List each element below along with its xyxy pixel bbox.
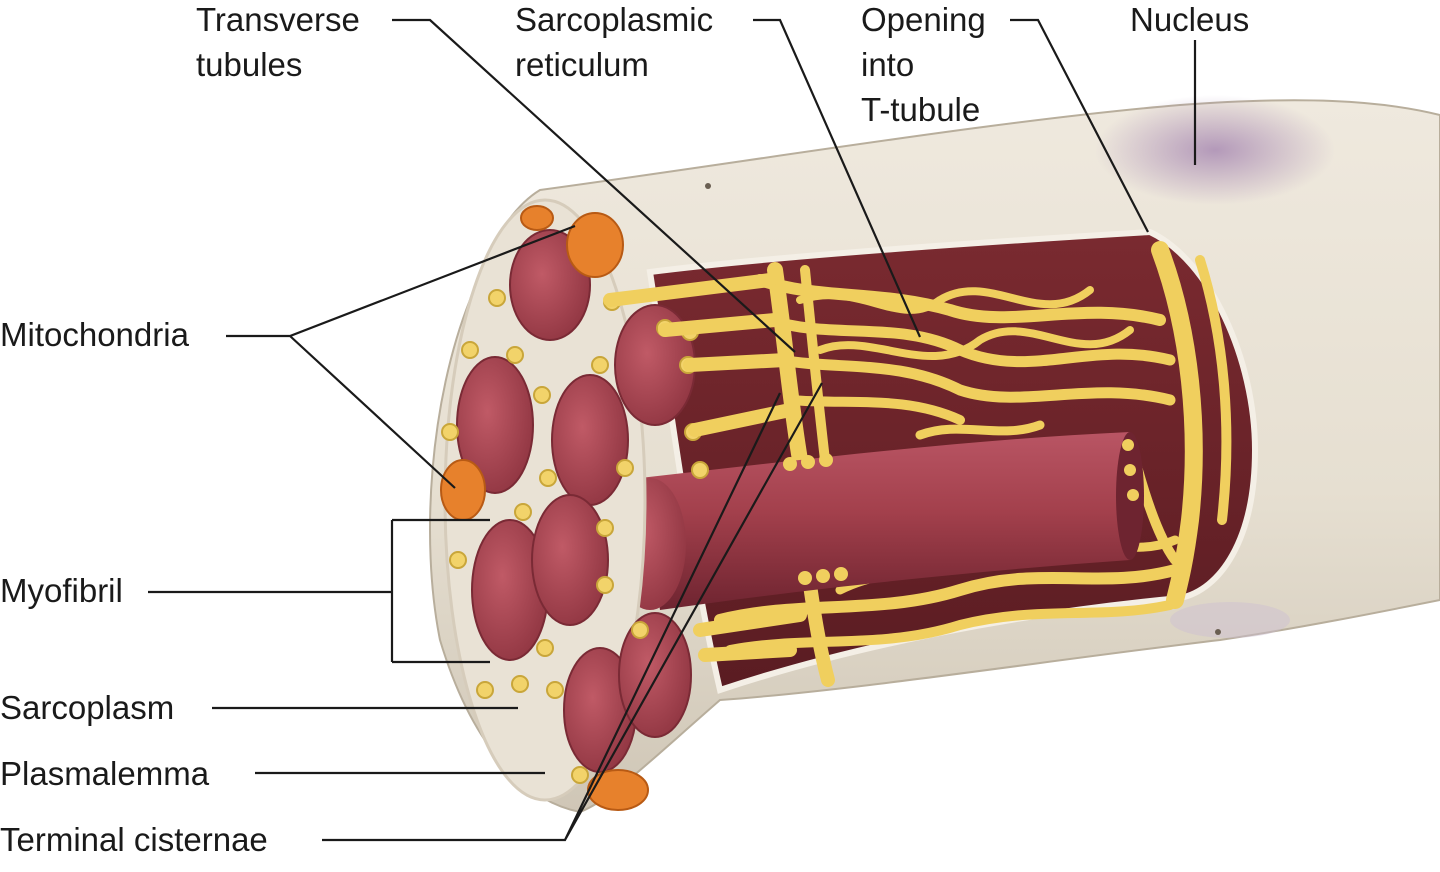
label-plasmalemma: Plasmalemma [0,755,210,792]
tubule-cross-sections [441,289,709,784]
sr-tubes-end [603,273,807,662]
label-myofibril: Myofibril [0,572,123,609]
leader-transverse-tubules [392,18,796,353]
sarcoplasmic-reticulum-network [754,241,1232,609]
label-sarcoplasm: Sarcoplasm [0,689,175,726]
label-terminal-cisternae: Terminal cisternae [0,821,268,858]
leader-myofibril [148,518,490,664]
nucleus-shape [1095,95,1335,205]
label-transverse-tubules: Transverse tubules [196,1,360,83]
leader-terminal-cisternae [322,382,823,842]
mitochondria-shapes [440,205,649,811]
myofibril-cross-sections [456,229,696,773]
label-mitochondria: Mitochondria [0,316,189,353]
leader-mitochondria [226,224,576,489]
leader-sarcoplasmic-reticulum [753,18,922,338]
label-sarcoplasmic-reticulum: Sarcoplasmic reticulum [515,1,714,83]
label-opening-into-t-tubule: Opening into T-tubule [861,1,986,128]
leader-opening-into-t-tubule [1010,18,1149,233]
label-nucleus: Nucleus [1130,1,1250,38]
